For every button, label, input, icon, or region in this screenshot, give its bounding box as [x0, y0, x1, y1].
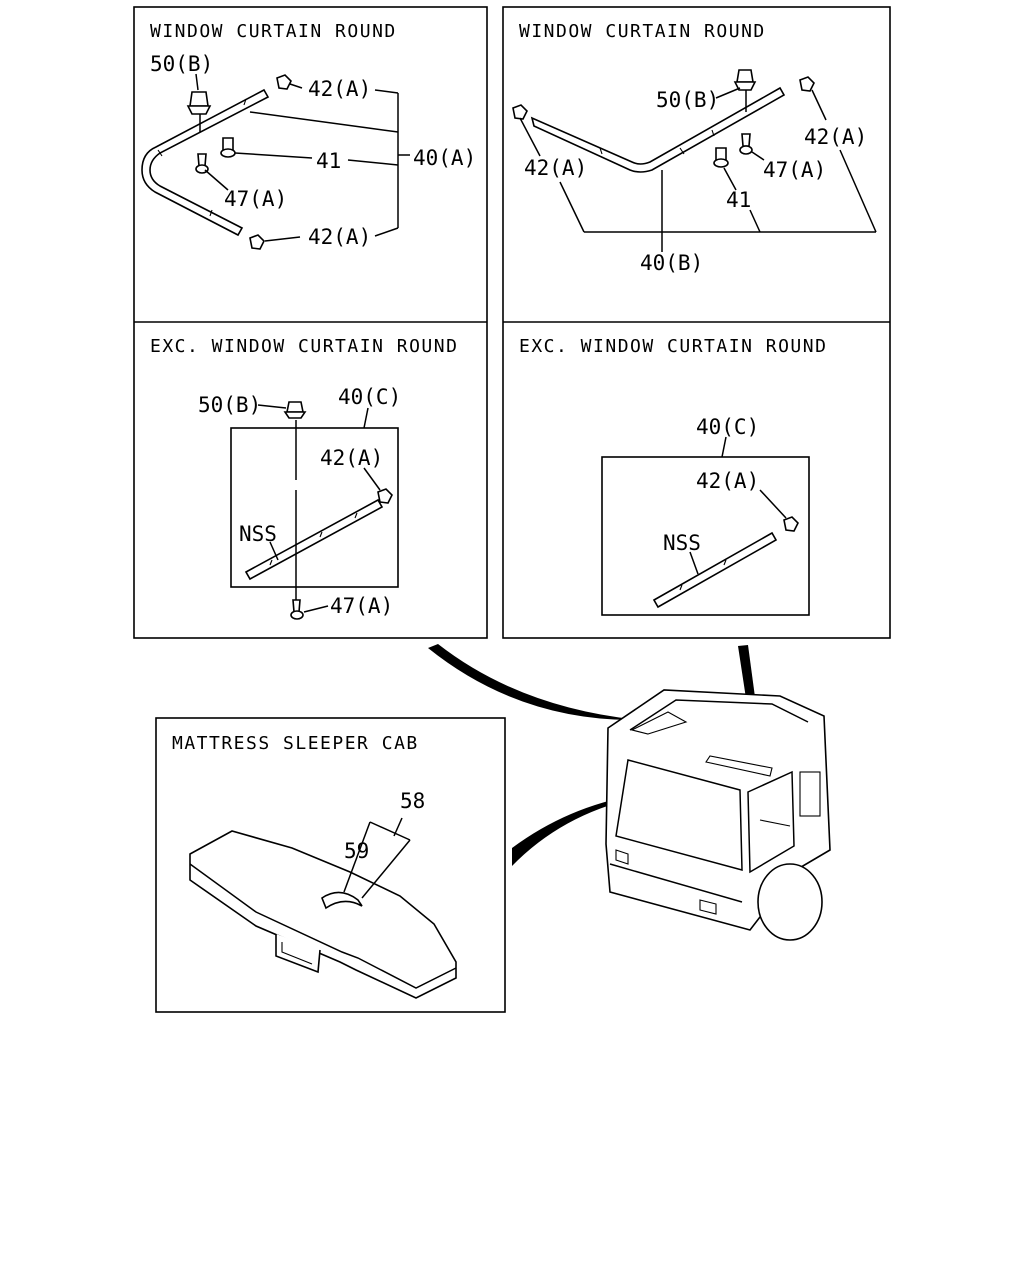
callout-40b: 40(B) [640, 251, 703, 275]
callout-40a: 40(A) [413, 146, 476, 170]
end-cap-icon [783, 516, 799, 532]
curtain-rail-40b [530, 86, 786, 173]
frame-bottom-left [155, 717, 506, 1013]
callout-40c: 40(C) [338, 385, 401, 409]
end-cap-icon [512, 76, 815, 120]
inset-box-40c [230, 427, 399, 588]
callout-47a: 47(A) [330, 594, 393, 618]
callout-42a-right: 42(A) [804, 125, 867, 149]
callout-50b: 50(B) [150, 52, 213, 76]
callout-50b: 50(B) [656, 88, 719, 112]
clip-icon [283, 401, 307, 419]
pointer-wedge-left [428, 644, 640, 721]
truck-cab-illustration [605, 689, 831, 941]
callout-41: 41 [316, 149, 341, 173]
callout-nss: NSS [239, 522, 277, 546]
callout-nss: NSS [663, 531, 701, 555]
panel-title-mid-left: EXC. WINDOW CURTAIN ROUND [150, 336, 458, 357]
mattress-illustration [189, 830, 457, 999]
callout-42a: 42(A) [696, 469, 759, 493]
screw-icon [713, 133, 753, 168]
callout-41: 41 [726, 188, 751, 212]
panel-title-top-right: WINDOW CURTAIN ROUND [519, 21, 766, 42]
inset-box-40c [601, 456, 810, 616]
callout-59: 59 [344, 839, 369, 863]
callout-50b: 50(B) [198, 393, 261, 417]
callout-42a: 42(A) [320, 446, 383, 470]
nss-rail [652, 531, 778, 609]
callout-47a: 47(A) [224, 187, 287, 211]
nss-rail [244, 498, 384, 581]
callout-42a-left: 42(A) [524, 156, 587, 180]
clip-icon [733, 69, 757, 112]
end-cap-icon [249, 74, 292, 250]
callout-42a: 42(A) [308, 77, 371, 101]
callout-42a-lower: 42(A) [308, 225, 371, 249]
curtain-rail-40a [141, 88, 270, 237]
end-cap-icon [377, 488, 393, 504]
pointer-wedge-bottom [512, 790, 694, 866]
callout-58: 58 [400, 789, 425, 813]
panel-title-top-left: WINDOW CURTAIN ROUND [150, 21, 397, 42]
screw-icon [195, 137, 236, 174]
clip-icon [186, 91, 212, 132]
callout-40c: 40(C) [696, 415, 759, 439]
callout-47a: 47(A) [763, 158, 826, 182]
screw-icon [290, 599, 304, 620]
panel-title-mid-right: EXC. WINDOW CURTAIN ROUND [519, 336, 827, 357]
panel-title-bottom-left: MATTRESS SLEEPER CAB [172, 733, 419, 754]
